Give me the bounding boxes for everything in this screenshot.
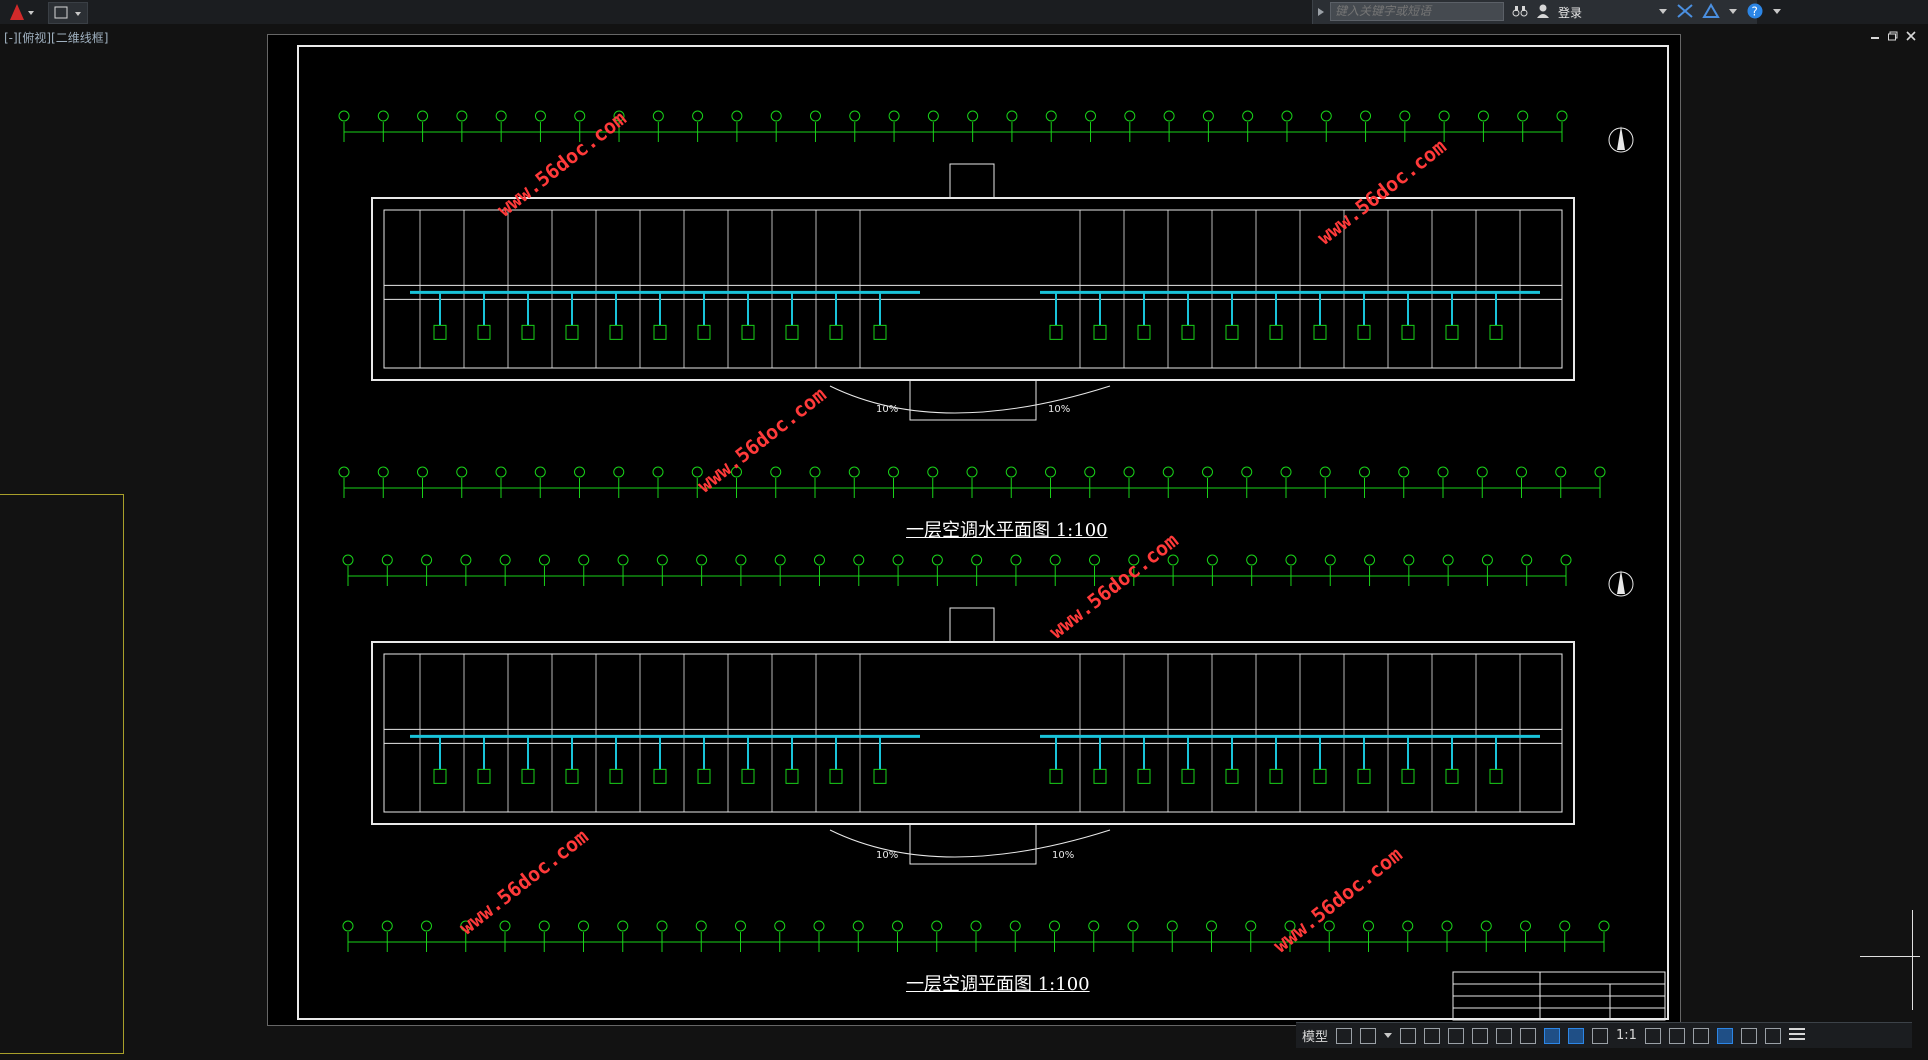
minimize-icon[interactable]: [1870, 30, 1880, 44]
login-button[interactable]: 登录: [1558, 5, 1583, 20]
model-tab[interactable]: 模型: [1302, 1030, 1329, 1045]
top-right-tools: 登录 ?: [1512, 2, 1782, 22]
restore-icon[interactable]: [1888, 30, 1898, 44]
lineweight-icon[interactable]: [1520, 1027, 1537, 1044]
isolate-objects-icon[interactable]: [1716, 1027, 1733, 1044]
snap-icon[interactable]: [1360, 1027, 1377, 1044]
drawing-title-bottom: 一层空调平面图 1:100: [906, 974, 1090, 995]
title-bar: 登录 ?: [0, 0, 1928, 24]
grid-icon[interactable]: [1336, 1027, 1353, 1044]
viewport-controls[interactable]: [-][俯视][二维线框]: [4, 31, 109, 45]
quick-access-toolbar[interactable]: [48, 2, 88, 24]
object-snap-tracking-icon[interactable]: [1496, 1027, 1513, 1044]
polar-icon[interactable]: [1424, 1027, 1441, 1044]
quick-access-icon: [54, 6, 81, 19]
window-controls: [1870, 30, 1916, 44]
scale-dropdown[interactable]: 1:1: [1616, 1028, 1637, 1043]
a360-icon[interactable]: [1702, 2, 1720, 22]
exchange-icon[interactable]: [1676, 3, 1694, 22]
ortho-icon[interactable]: [1400, 1027, 1417, 1044]
plus-icon[interactable]: [1668, 1027, 1685, 1044]
help-icon[interactable]: ?: [1746, 2, 1764, 23]
user-icon[interactable]: [1536, 3, 1550, 22]
drawing-title-top: 一层空调水平面图 1:100: [906, 520, 1108, 541]
gear-icon[interactable]: [1644, 1027, 1661, 1044]
autocad-logo-icon: [10, 4, 34, 20]
clean-screen-icon[interactable]: [1764, 1027, 1781, 1044]
status-bar: 模型 1:1: [1296, 1022, 1912, 1048]
app-menu-button[interactable]: [0, 0, 42, 24]
drawing-border: [297, 45, 1669, 1020]
viewport-boundary: [0, 494, 124, 1054]
search-input[interactable]: [1330, 2, 1504, 21]
annotation-scale-icon[interactable]: [1592, 1027, 1609, 1044]
hardware-acceleration-icon[interactable]: [1740, 1027, 1757, 1044]
chevron-down-icon[interactable]: [1728, 5, 1738, 19]
close-icon[interactable]: [1906, 30, 1916, 44]
workspace-icon[interactable]: [1692, 1027, 1709, 1044]
auto-scale-icon[interactable]: [1568, 1027, 1585, 1044]
binoculars-icon[interactable]: [1512, 3, 1528, 22]
isodraft-icon[interactable]: [1448, 1027, 1465, 1044]
svg-text:?: ?: [1752, 4, 1758, 18]
annotation-visibility-icon[interactable]: [1544, 1027, 1561, 1044]
expand-arrow-icon[interactable]: [1313, 2, 1329, 22]
chevron-down-icon[interactable]: [1384, 1028, 1393, 1043]
cursor-crosshair: [1860, 956, 1920, 957]
chevron-down-icon[interactable]: [1658, 5, 1668, 19]
osnap-icon[interactable]: [1472, 1027, 1489, 1044]
menu-icon[interactable]: [1788, 1027, 1805, 1045]
chevron-down-icon[interactable]: [1772, 5, 1782, 19]
cursor-crosshair: [1912, 910, 1913, 1010]
